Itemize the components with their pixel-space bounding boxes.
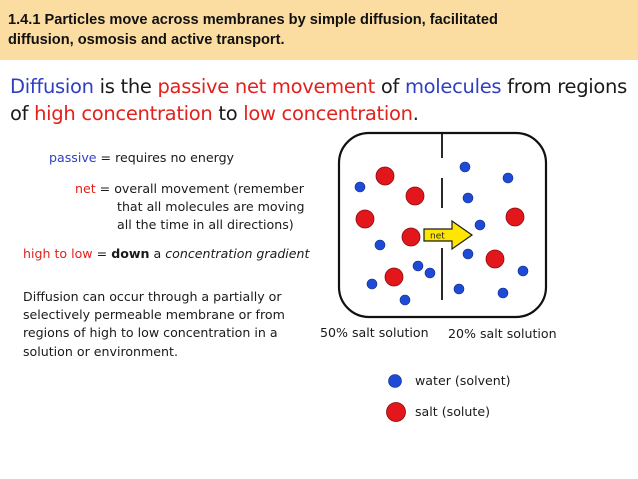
water-particle [399,294,411,306]
header-banner: 1.4.1 Particles move across membranes by… [0,0,638,60]
slide-title: 1.4.1 Particles move across membranes by… [8,10,628,50]
headline-line-1: Diffusion is the passive net movement of… [10,73,630,100]
water-particle [462,248,474,260]
paragraph-line: Diffusion can occur through a partially … [23,289,282,304]
headline-line-2: of high concentration to low concentrati… [10,100,630,127]
headline-text: to [212,102,244,125]
explanation-paragraph: Diffusion can occur through a partially … [23,288,313,361]
definition-emphasis: down [111,246,150,261]
definition-high-to-low: high to low = down a concentration gradi… [23,245,309,263]
water-particle [517,265,529,277]
salt-particle [485,249,505,269]
headline: Diffusion is the passive net movement of… [10,73,630,127]
definition-net-line-2: that all molecules are moving [117,199,305,214]
legend-water-marker [388,374,402,388]
salt-particle [355,209,375,229]
definition-net-line-3: all the time in all directions) [117,217,294,232]
right-solution-label: 20% salt solution [448,326,557,341]
paragraph-line: selectively permeable membrane or from [23,307,285,323]
water-particle [502,172,514,184]
definition-italic: concentration gradient [165,246,310,261]
water-particle [354,181,366,193]
water-particle [459,161,471,173]
net-arrow-label: net [430,232,445,242]
headline-text: of [374,75,405,98]
salt-particle [384,267,404,287]
legend-water-label: water (solvent) [415,373,511,388]
water-particle [462,192,474,204]
definition-text: = overall movement (remember [95,181,304,196]
net-movement-arrow [423,219,474,251]
salt-particle [505,207,525,227]
salt-particle [375,166,395,186]
headline-text: . [412,102,419,125]
legend-salt-label: salt (solute) [415,404,490,419]
headline-text: from regions [501,75,627,98]
water-particle [453,283,465,295]
water-particle [424,267,436,279]
paragraph-line: regions of high to low concentration in … [23,325,278,341]
term-high-concentration: high concentration [34,102,213,125]
definition-text: = [92,246,112,261]
water-particle [497,287,509,299]
definition-text: a [149,246,166,261]
title-line-2: diffusion, osmosis and active transport. [8,32,285,48]
term-low-concentration: low concentration [243,102,413,125]
definition-net: net = overall movement (remember [75,180,304,198]
water-particle [366,278,378,290]
definition-term: net [75,181,96,196]
water-particle [374,239,386,251]
definition-text: = requires no energy [96,150,235,165]
definition-term: passive [49,150,97,165]
salt-particle [405,186,425,206]
term-molecules: molecules [404,75,502,98]
salt-particle [401,227,421,247]
legend-salt-marker [386,402,406,422]
left-solution-label: 50% salt solution [320,325,429,340]
title-line-1: 1.4.1 Particles move across membranes by… [8,12,498,28]
paragraph-line: solution or environment. [23,343,178,359]
term-diffusion: Diffusion [10,75,94,98]
definition-term: high to low [23,246,93,261]
water-particle [474,219,486,231]
headline-text: is the [93,75,158,98]
water-particle [412,260,424,272]
definition-passive: passive = requires no energy [49,149,234,167]
headline-text: of [10,102,35,125]
term-passive-net-movement: passive net movement [157,75,375,98]
